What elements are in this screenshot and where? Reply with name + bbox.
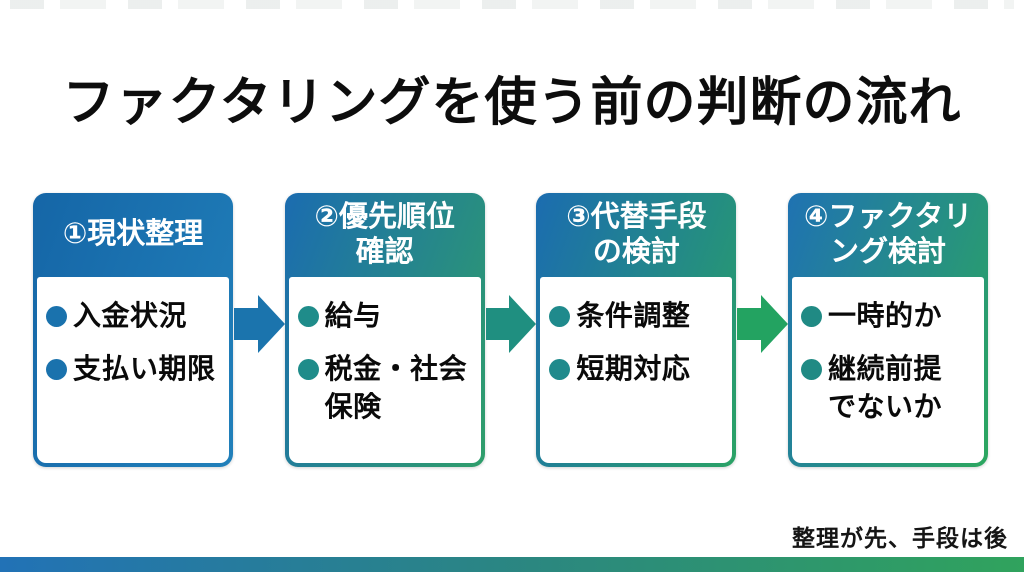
bullet-item: 継続前提 でないか xyxy=(801,350,978,426)
step-header-3: ③代替手段 の検討 xyxy=(540,193,732,277)
arrow-head xyxy=(761,295,789,353)
bullet-dot-icon xyxy=(549,306,571,327)
bullet-dot-icon xyxy=(801,358,823,380)
arrow-head xyxy=(509,295,537,353)
bullet-label: 継続前提 でないか xyxy=(828,352,943,422)
bullet-item: 税金・社会 保険 xyxy=(297,350,475,426)
step-header-line: ②優先順位 xyxy=(314,200,455,233)
flow-arrow-right-icon xyxy=(233,295,285,353)
step-header-line: ①現状整理 xyxy=(62,218,204,251)
step-body-4: 一時的か 継続前提 でないか xyxy=(792,277,985,463)
page-title: ファクタリングを使う前の判断の流れ xyxy=(62,74,962,132)
bullet-dot-icon xyxy=(46,358,67,380)
step-header-2: ②優先順位 確認 xyxy=(289,193,481,277)
arrow-tail xyxy=(485,308,510,340)
step-card-3: ③代替手段 の検討 条件調整 短期対応 xyxy=(536,193,737,467)
step-header-line: 確認 xyxy=(355,236,414,268)
arrow-tail xyxy=(737,308,762,340)
bullet-label: 給与 xyxy=(324,300,382,331)
step-header-4: ④ファクタリ ング検討 xyxy=(792,193,984,277)
bullet-item: 一時的か xyxy=(801,297,978,335)
bottom-accent-bar xyxy=(0,557,1024,572)
bullet-label: 一時的か xyxy=(828,300,943,331)
bullet-item: 入金状況 xyxy=(46,297,223,335)
step-header-line: ④ファクタリ xyxy=(803,200,973,233)
flow-arrow-right-icon xyxy=(736,295,789,353)
step-body-3: 条件調整 短期対応 xyxy=(540,277,733,463)
top-crop-artifact xyxy=(10,0,1014,9)
step-card-2: ②優先順位 確認 給与 税金・社会 保険 xyxy=(284,193,485,467)
bullet-label: 条件調整 xyxy=(576,300,691,331)
arrow-head xyxy=(257,295,285,353)
bullet-item: 条件調整 xyxy=(549,297,726,335)
step-header-line: ③代替手段 xyxy=(566,200,707,233)
flow-diagram: ①現状整理 入金状況 支払い期限 ②優先順位 確認 給与 xyxy=(33,193,989,467)
bullet-dot-icon xyxy=(801,306,823,327)
step-header-line: ング検討 xyxy=(830,236,947,268)
step-header-1: ①現状整理 xyxy=(37,193,229,277)
bullet-label: 支払い期限 xyxy=(73,352,216,384)
bullet-item: 短期対応 xyxy=(549,350,726,388)
bullet-dot-icon xyxy=(297,306,319,327)
step-header-line: の検討 xyxy=(592,236,680,268)
footer-tagline: 整理が先、手段は後 xyxy=(792,525,1008,551)
step-body-1: 入金状況 支払い期限 xyxy=(37,277,229,463)
bullet-dot-icon xyxy=(46,306,67,327)
arrow-tail xyxy=(234,308,258,340)
bullet-item: 給与 xyxy=(297,297,475,335)
bullet-dot-icon xyxy=(297,358,319,380)
flow-arrow-right-icon xyxy=(485,295,537,353)
bullet-label: 税金・社会 保険 xyxy=(324,352,468,422)
step-card-1: ①現状整理 入金状況 支払い期限 xyxy=(33,193,233,467)
bullet-dot-icon xyxy=(549,358,571,380)
bullet-label: 入金状況 xyxy=(73,300,188,331)
bullet-item: 支払い期限 xyxy=(46,350,223,388)
bullet-label: 短期対応 xyxy=(576,352,691,384)
step-body-2: 給与 税金・社会 保険 xyxy=(288,277,481,463)
step-card-4: ④ファクタリ ング検討 一時的か 継続前提 でないか xyxy=(788,193,989,467)
